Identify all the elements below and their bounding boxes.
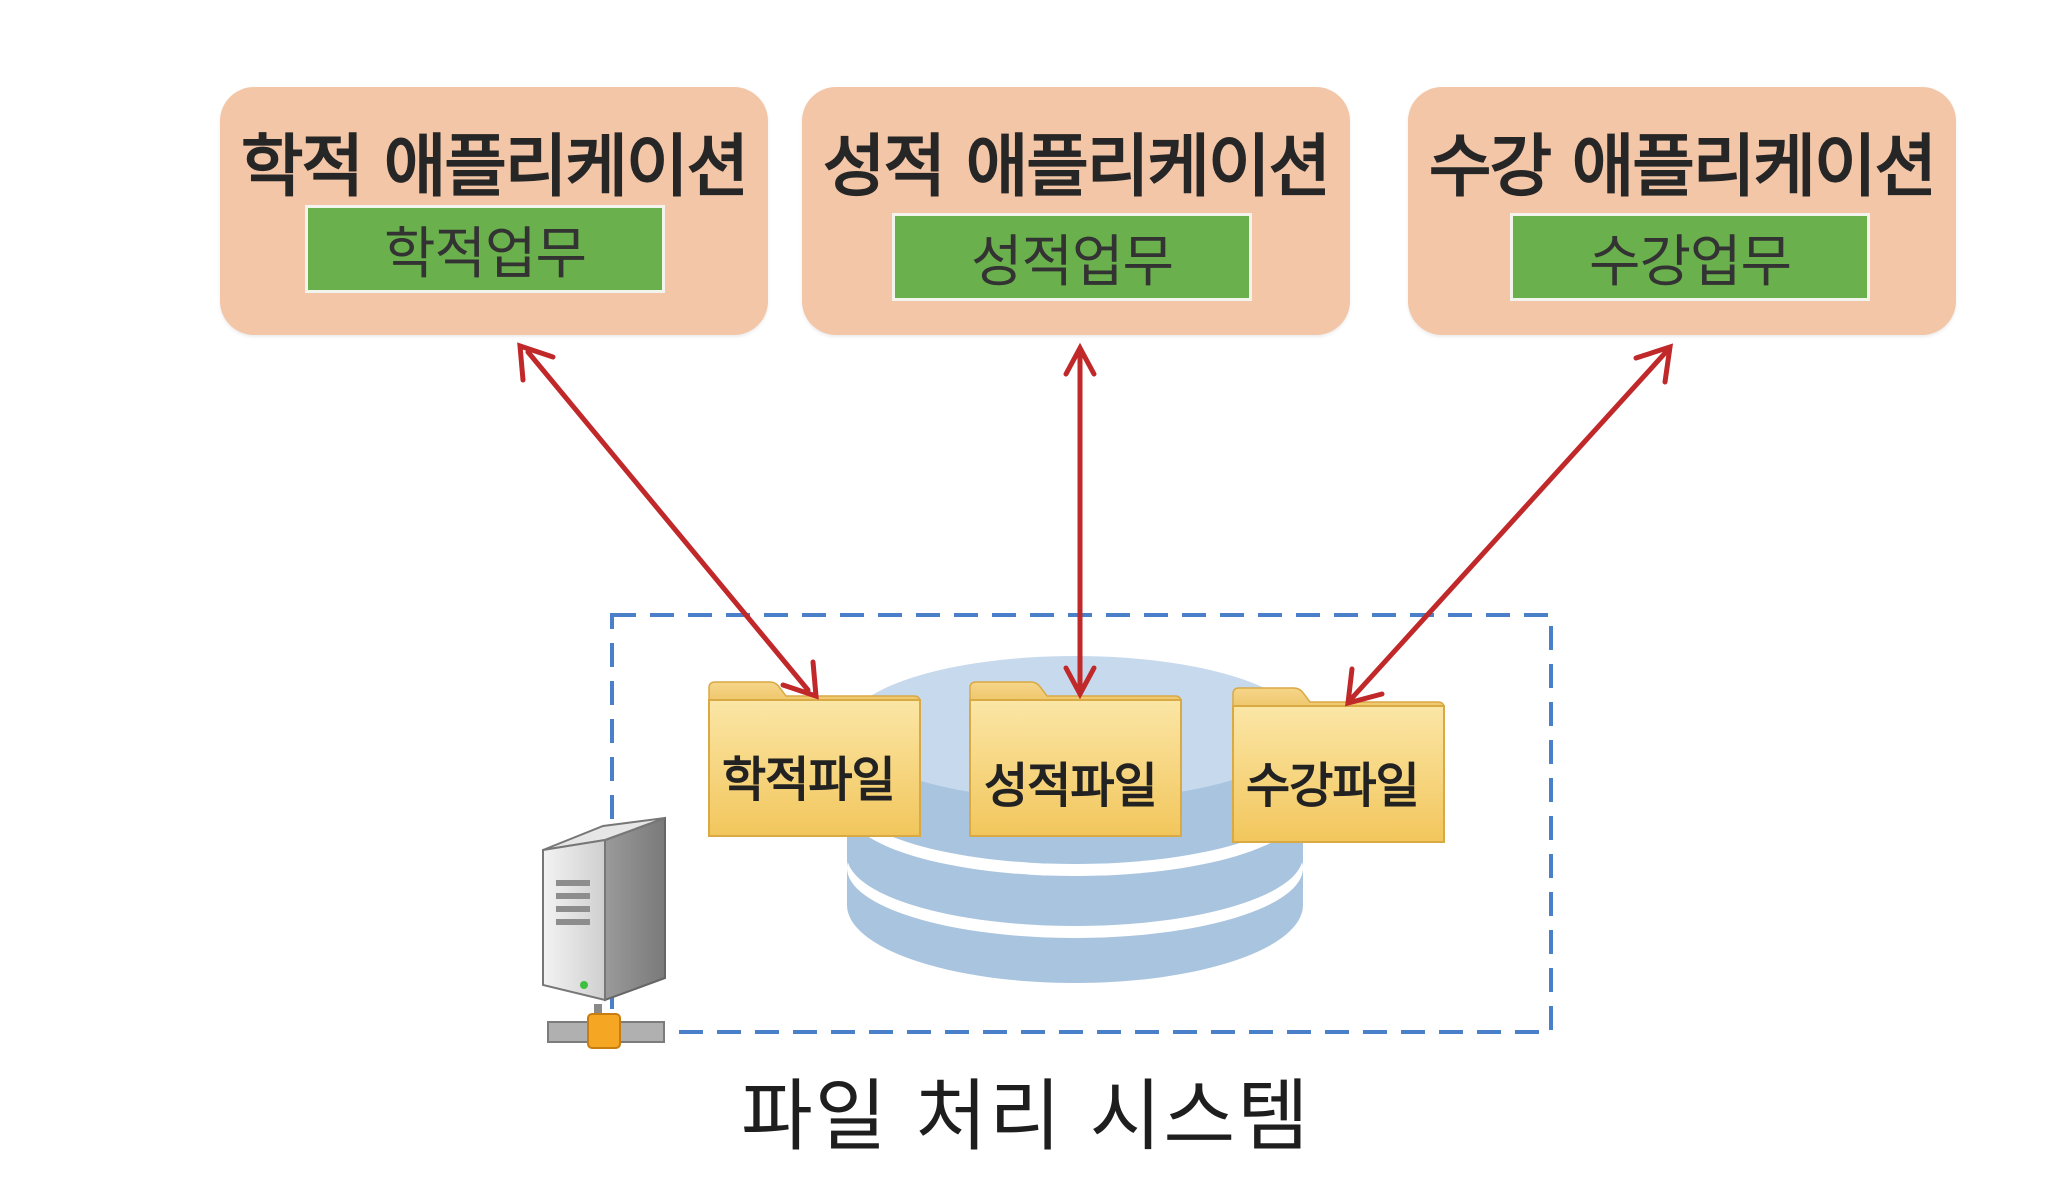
file-label-enrollment: 수강파일	[1246, 758, 1420, 814]
task-box-grades: 성적업무	[892, 213, 1252, 301]
app-box-enrollment: 수강 애플리케이션 수강업무	[1408, 87, 1956, 335]
task-box-academic: 학적업무	[305, 205, 665, 293]
folder-icon	[708, 681, 921, 837]
folder-icon	[969, 681, 1182, 837]
arrow-grades	[1063, 342, 1097, 700]
app-title-academic: 학적 애플리케이션	[240, 128, 749, 207]
app-box-academic: 학적 애플리케이션 학적업무	[220, 87, 768, 335]
app-title-enrollment: 수강 애플리케이션	[1428, 128, 1937, 207]
arrow-enrollment	[1345, 343, 1674, 707]
file-label-academic: 학적파일	[722, 752, 896, 808]
system-label: 파일 처리 시스템	[741, 1072, 1311, 1162]
task-box-enrollment: 수강업무	[1510, 213, 1870, 301]
arrow-academic	[517, 342, 819, 700]
server-icon	[542, 816, 666, 1049]
app-title-grades: 성적 애플리케이션	[822, 128, 1331, 207]
file-label-grades: 성적파일	[984, 758, 1158, 814]
app-box-grades: 성적 애플리케이션 성적업무	[802, 87, 1350, 335]
folder-icon	[1232, 687, 1445, 843]
